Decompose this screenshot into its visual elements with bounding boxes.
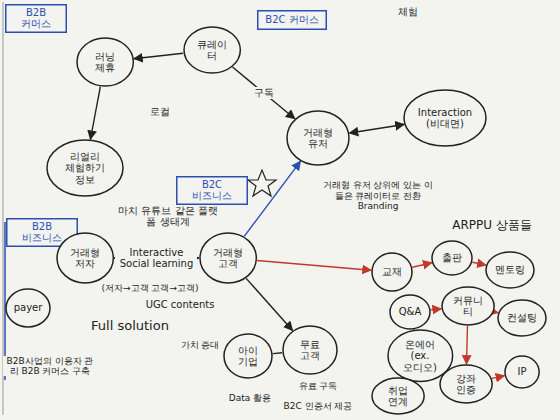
note-text: Data 활용	[227, 393, 273, 403]
node-text: Q&A	[397, 306, 423, 318]
board-frame-line	[3, 2, 4, 415]
connector	[90, 87, 100, 140]
connector	[233, 67, 295, 119]
node-text: 큐레이터	[193, 39, 231, 62]
marker-circle: payer	[5, 288, 51, 328]
node-text: 온에어 (ex. 오디오)	[398, 339, 442, 374]
node-text: 러닝 제휴	[86, 51, 124, 74]
marker-circle: 거래형 저자	[56, 232, 114, 284]
marker-circle: Interaction (비대면)	[403, 89, 487, 147]
node-text: payer	[13, 302, 42, 314]
node-text: 컨설팅	[506, 312, 538, 324]
connector	[431, 309, 441, 310]
marker-circle: 멘토링	[485, 251, 535, 289]
node-text: 무료 고객	[292, 339, 328, 362]
node-text: 교재	[379, 266, 405, 278]
connector	[412, 263, 431, 268]
node-text: 멘토링	[494, 264, 526, 276]
connector	[273, 352, 282, 354]
marker-circle: 아이 기업	[223, 333, 273, 379]
note-text: UGC contents	[144, 299, 217, 311]
connector	[494, 311, 498, 313]
node-text: 리얼리 체험하기 정보	[59, 151, 111, 186]
marker-circle: 취업 연계	[371, 377, 425, 415]
label-box: B2B 커머스	[5, 4, 67, 33]
connector	[492, 376, 504, 379]
label-box: B2C 커머스	[257, 10, 327, 30]
note-text: 가치 증대	[179, 340, 222, 350]
label-box: B2C 비즈니스	[176, 176, 248, 205]
marker-circle: 출판	[431, 240, 473, 276]
edge-label: Interactive Social learning	[115, 247, 197, 270]
note-text: B2B사업의 이용자 관리 B2B 커머스 구축	[3, 356, 97, 377]
node-text: Interaction (비대면)	[417, 107, 473, 130]
edge-label: 구독	[252, 87, 276, 99]
connector	[134, 53, 183, 59]
connector	[246, 278, 292, 330]
node-text: 강좌 인증	[448, 373, 483, 396]
marker-circle: 거래형 고객	[199, 232, 257, 284]
node-text: 아이 기업	[232, 345, 264, 368]
marker-circle: 무료 고객	[282, 325, 338, 375]
node-text: B2C 비즈니스	[181, 179, 243, 202]
connector	[349, 124, 404, 133]
marker-circle: Q&A	[389, 294, 431, 330]
note-text: 거래형 유저 상위에 있는 이들은 큐레이터로 전환 Branding	[320, 180, 436, 211]
connector	[257, 260, 371, 270]
note-text: Full solution	[89, 319, 171, 334]
node-text: 출판	[439, 252, 465, 264]
marker-circle: 리얼리 체험하기 정보	[46, 139, 124, 197]
node-text: 취업 연계	[380, 385, 415, 408]
connector	[244, 161, 300, 236]
node-text: IP	[511, 366, 533, 378]
marker-circle: 거래형 유저	[286, 110, 350, 166]
node-text: 거래형 저자	[66, 247, 104, 270]
marker-circle: 교재	[371, 252, 413, 292]
node-text: 거래형 고객	[209, 247, 247, 270]
node-text: 커뮤니티	[450, 295, 485, 318]
node-text: B2B 비즈니스	[11, 221, 73, 244]
note-text: 체험	[396, 6, 420, 18]
node-text: B2B 커머스	[10, 7, 62, 30]
marker-circle: 강좌 인증	[439, 364, 493, 404]
marker-circle: 러닝 제휴	[76, 37, 134, 87]
star-mark	[248, 170, 276, 196]
connector	[472, 262, 485, 265]
marker-circle: 컨설팅	[497, 299, 547, 337]
note-text: 마치 유튜브 같은 플랫폼 생태계	[114, 205, 222, 228]
note-text: 로컬	[148, 106, 172, 118]
note-text: B2C 인증서 제공	[282, 401, 355, 411]
node-text: B2C 커머스	[262, 14, 322, 26]
marker-circle: IP	[504, 355, 540, 389]
node-text: 거래형 유저	[297, 127, 339, 150]
note-text: ARPPU 상품들	[450, 219, 534, 233]
marker-circle: 큐레이터	[183, 26, 241, 74]
note-text: 유료 구독	[297, 381, 340, 391]
note-text: (저자→고객 고객→고객)	[100, 283, 201, 293]
connector	[466, 326, 468, 364]
marker-circle: 커뮤니티	[441, 286, 495, 326]
